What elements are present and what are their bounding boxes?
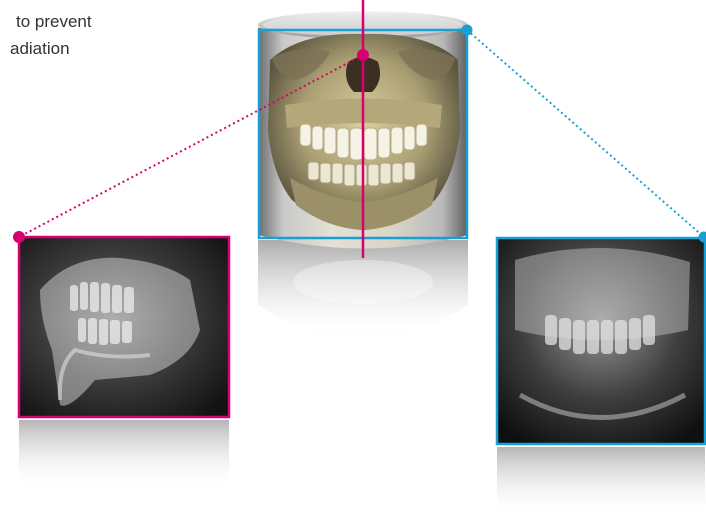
frontal-xray-panel (497, 238, 705, 517)
slice-point-dot (357, 49, 369, 61)
lateral-anchor-dot (13, 231, 25, 243)
lateral-xray-panel (19, 237, 229, 490)
volume-corner-dot (462, 25, 473, 36)
lateral-xray-reflection (19, 420, 229, 490)
frontal-connector-line (467, 30, 704, 237)
frontal-xray-reflection (497, 447, 705, 517)
lower-teeth (308, 162, 415, 186)
